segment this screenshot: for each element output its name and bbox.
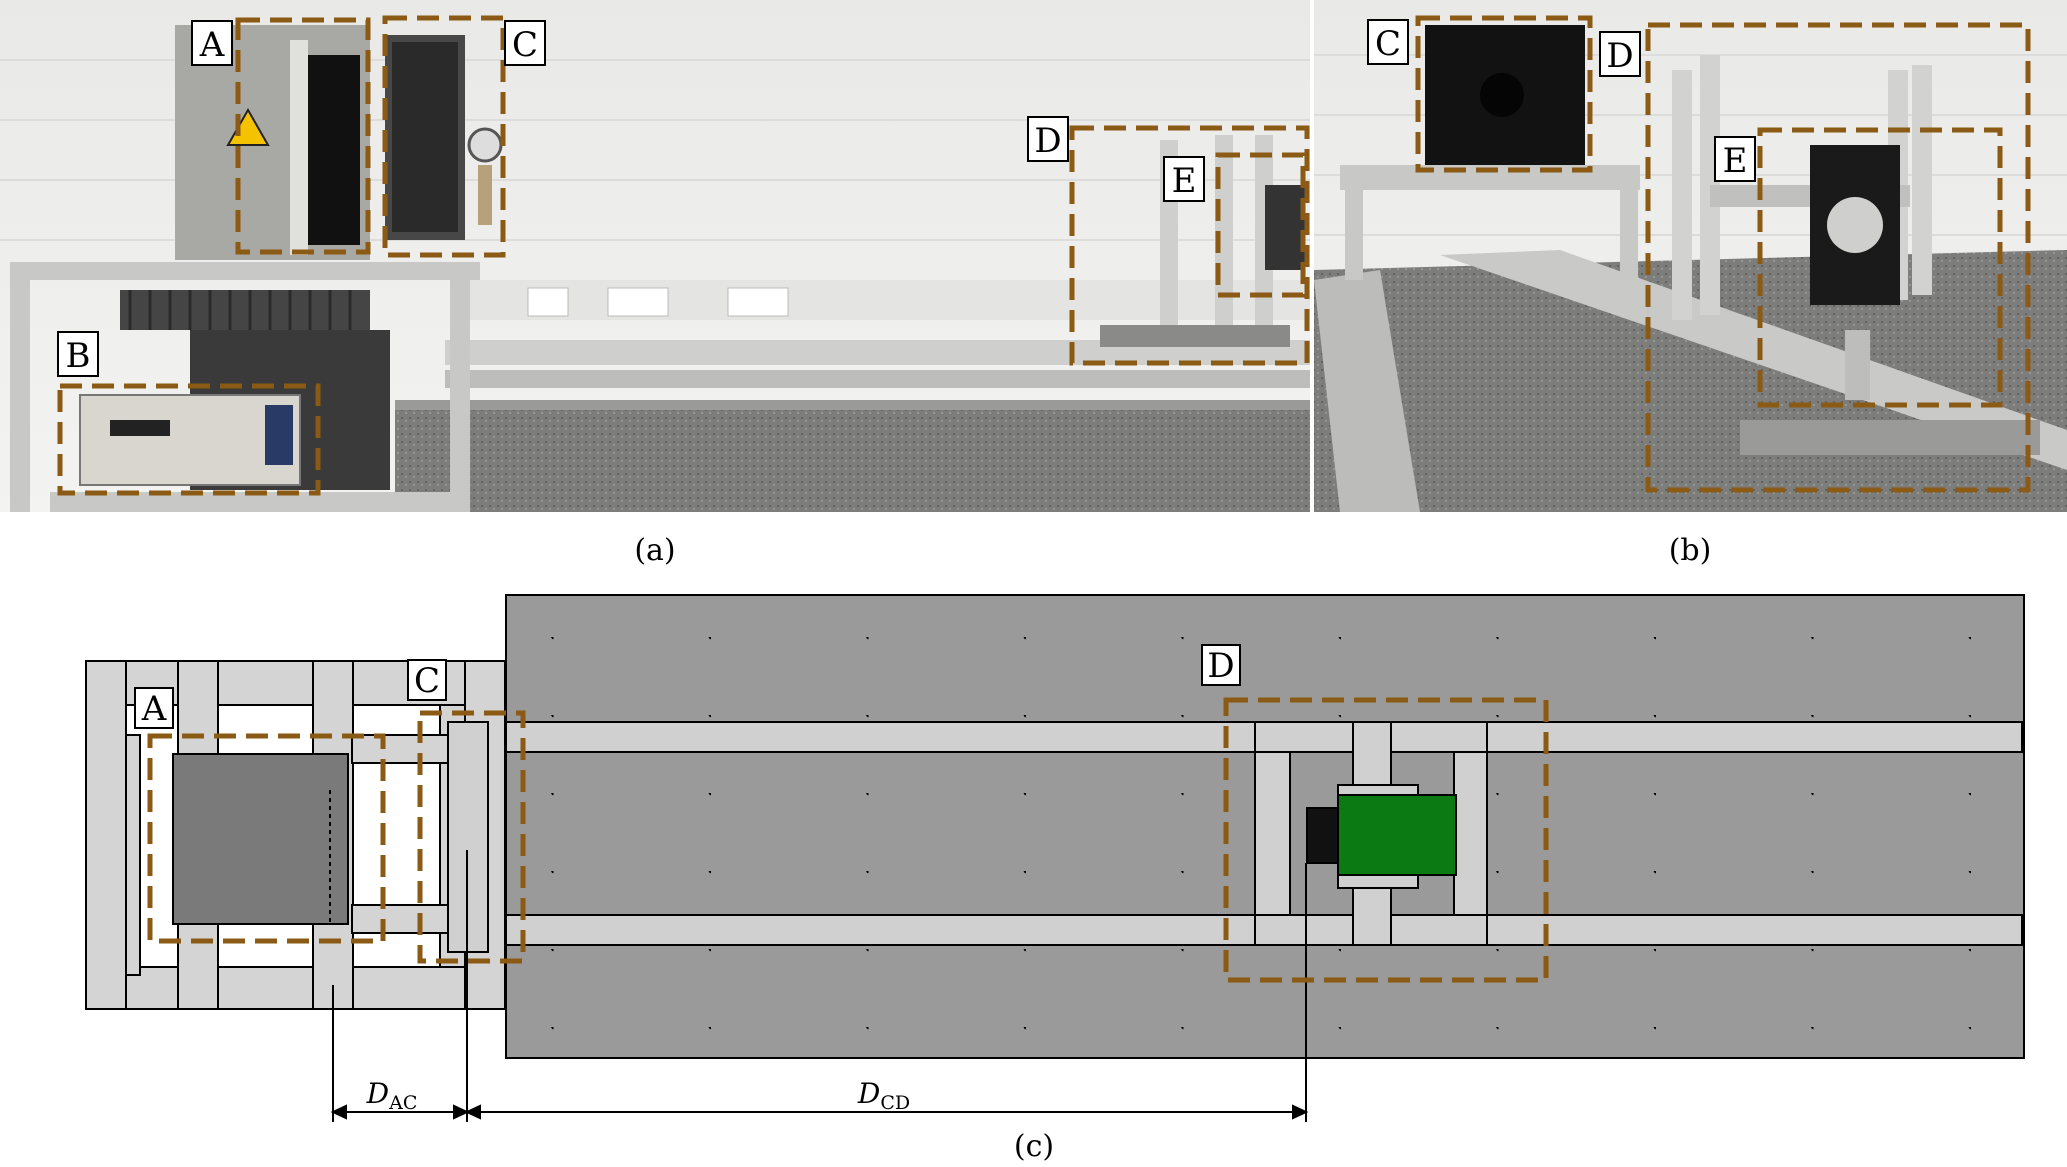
- label-a-schematic: A: [141, 689, 167, 729]
- box-d-photo-a: [1069, 125, 1310, 366]
- label-c-schematic: C: [414, 661, 440, 701]
- label-d-schematic: D: [1207, 646, 1234, 686]
- label-c-photo-a: C: [512, 25, 538, 65]
- label-d-photo-a: D: [1034, 121, 1061, 161]
- photo-a-annotations: [57, 15, 1310, 496]
- box-c-schematic: [417, 710, 526, 964]
- box-a-schematic: [147, 733, 386, 944]
- label-e-photo-b: E: [1723, 141, 1748, 181]
- box-d-photo-b: [1645, 22, 2031, 493]
- box-d-schematic: [1223, 697, 1549, 983]
- dimension-ac-label: DAC: [366, 1077, 418, 1114]
- label-e-photo-a: E: [1172, 161, 1197, 201]
- box-e-photo-a: [1215, 152, 1306, 298]
- schematic-annotations: [147, 697, 1549, 983]
- dimension-ac-subscript: AC: [388, 1092, 417, 1114]
- label-b-photo-a: B: [66, 336, 91, 376]
- label-d-photo-b: D: [1606, 36, 1633, 76]
- camera-lens: [1306, 807, 1339, 864]
- photo-a-labels: A C B D E: [57, 20, 1205, 377]
- camera-body: [1337, 794, 1457, 876]
- dimension-ac-symbol: D: [366, 1077, 389, 1110]
- photo-b: [1314, 0, 2067, 512]
- dimension-cd-subscript: CD: [880, 1092, 910, 1114]
- box-a-photo-a: [235, 17, 371, 255]
- photo-b-labels: C D E: [1367, 19, 1756, 182]
- box-c-photo-b: [1415, 15, 1593, 173]
- dimension-cd-symbol: D: [857, 1077, 880, 1110]
- photo-b-annotations: [1415, 15, 2031, 493]
- schematic-labels: A C D: [134, 644, 1241, 729]
- caption-a: (a): [634, 533, 675, 568]
- dimension-lines: [330, 1104, 1309, 1120]
- label-c-photo-b: C: [1375, 24, 1401, 64]
- label-a-photo-a: A: [199, 25, 225, 65]
- photo-a: [0, 0, 1310, 512]
- box-b-photo-a: [57, 383, 321, 496]
- dimension-cd-label: DCD: [857, 1077, 910, 1114]
- box-c-photo-a: [382, 15, 506, 258]
- heater-box: [172, 753, 349, 925]
- caption-c: (c): [1014, 1129, 1054, 1164]
- caption-b: (b): [1669, 533, 1712, 568]
- schematic-c: [85, 594, 2025, 1122]
